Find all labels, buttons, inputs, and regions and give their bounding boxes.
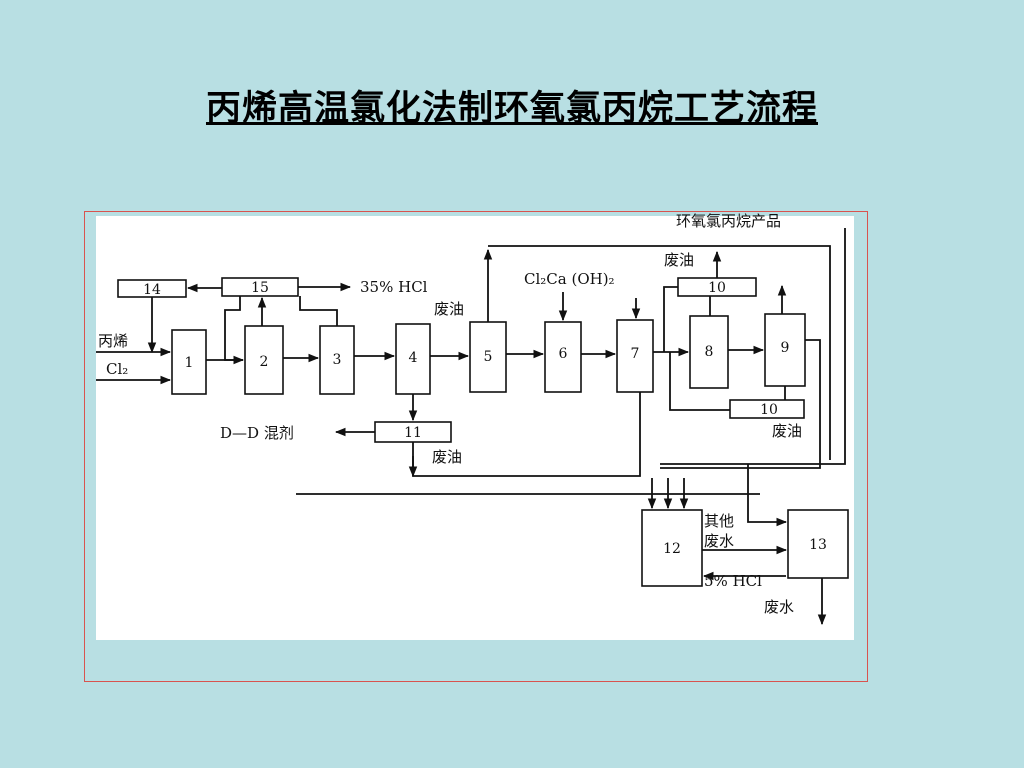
unit-12-number: 12 <box>663 541 681 557</box>
unit-13-box <box>787 509 849 579</box>
unit-6-number: 6 <box>559 346 568 362</box>
unit-13-number: 13 <box>809 537 827 553</box>
label-propylene: 丙烯 <box>98 332 128 350</box>
unit-5-number: 5 <box>484 349 493 365</box>
label-hcl-35: 35% HCl <box>360 278 428 296</box>
label-other: 其他 <box>704 512 734 530</box>
unit-7-box <box>616 319 654 393</box>
unit-1-box <box>171 329 207 395</box>
label-chlorine: Cl₂ <box>106 360 128 378</box>
unit-4-number: 4 <box>409 350 418 366</box>
unit-10-bottom-box <box>729 399 805 419</box>
label-waste-oil-11: 废油 <box>432 448 462 466</box>
label-waste-water-out: 废水 <box>764 598 794 616</box>
unit-11-number: 11 <box>404 425 422 441</box>
unit-8-number: 8 <box>705 344 714 360</box>
unit-3-box <box>319 325 355 395</box>
unit-5-box <box>469 321 507 393</box>
label-product: 环氧氯丙烷产品 <box>676 212 781 230</box>
unit-10-bottom-number: 10 <box>760 402 778 418</box>
label-hcl-5: 5% HCl <box>704 572 762 590</box>
unit-1-number: 1 <box>185 355 194 371</box>
unit-2-number: 2 <box>260 354 269 370</box>
unit-14-number: 14 <box>143 282 161 298</box>
label-dd-mix: D—D 混剂 <box>220 424 294 442</box>
unit-10-top-number: 10 <box>708 280 726 296</box>
unit-3-number: 3 <box>333 352 342 368</box>
unit-2-box <box>244 325 284 395</box>
label-waste-oil-10: 废油 <box>772 422 802 440</box>
unit-9-box <box>764 313 806 387</box>
unit-12-box <box>641 509 703 587</box>
image-frame <box>84 211 868 682</box>
label-lime: Cl₂Ca (OH)₂ <box>524 270 615 288</box>
unit-9-number: 9 <box>781 340 790 356</box>
unit-6-box <box>544 321 582 393</box>
label-waste-oil-5: 废油 <box>434 300 464 318</box>
unit-7-number: 7 <box>631 346 640 362</box>
label-waste-oil-top: 废油 <box>664 251 694 269</box>
unit-15-number: 15 <box>251 280 269 296</box>
label-waste-water-in: 废水 <box>704 532 734 550</box>
slide-title: 丙烯高温氯化法制环氧氯丙烷工艺流程 <box>205 88 818 129</box>
unit-8-box <box>689 315 729 389</box>
